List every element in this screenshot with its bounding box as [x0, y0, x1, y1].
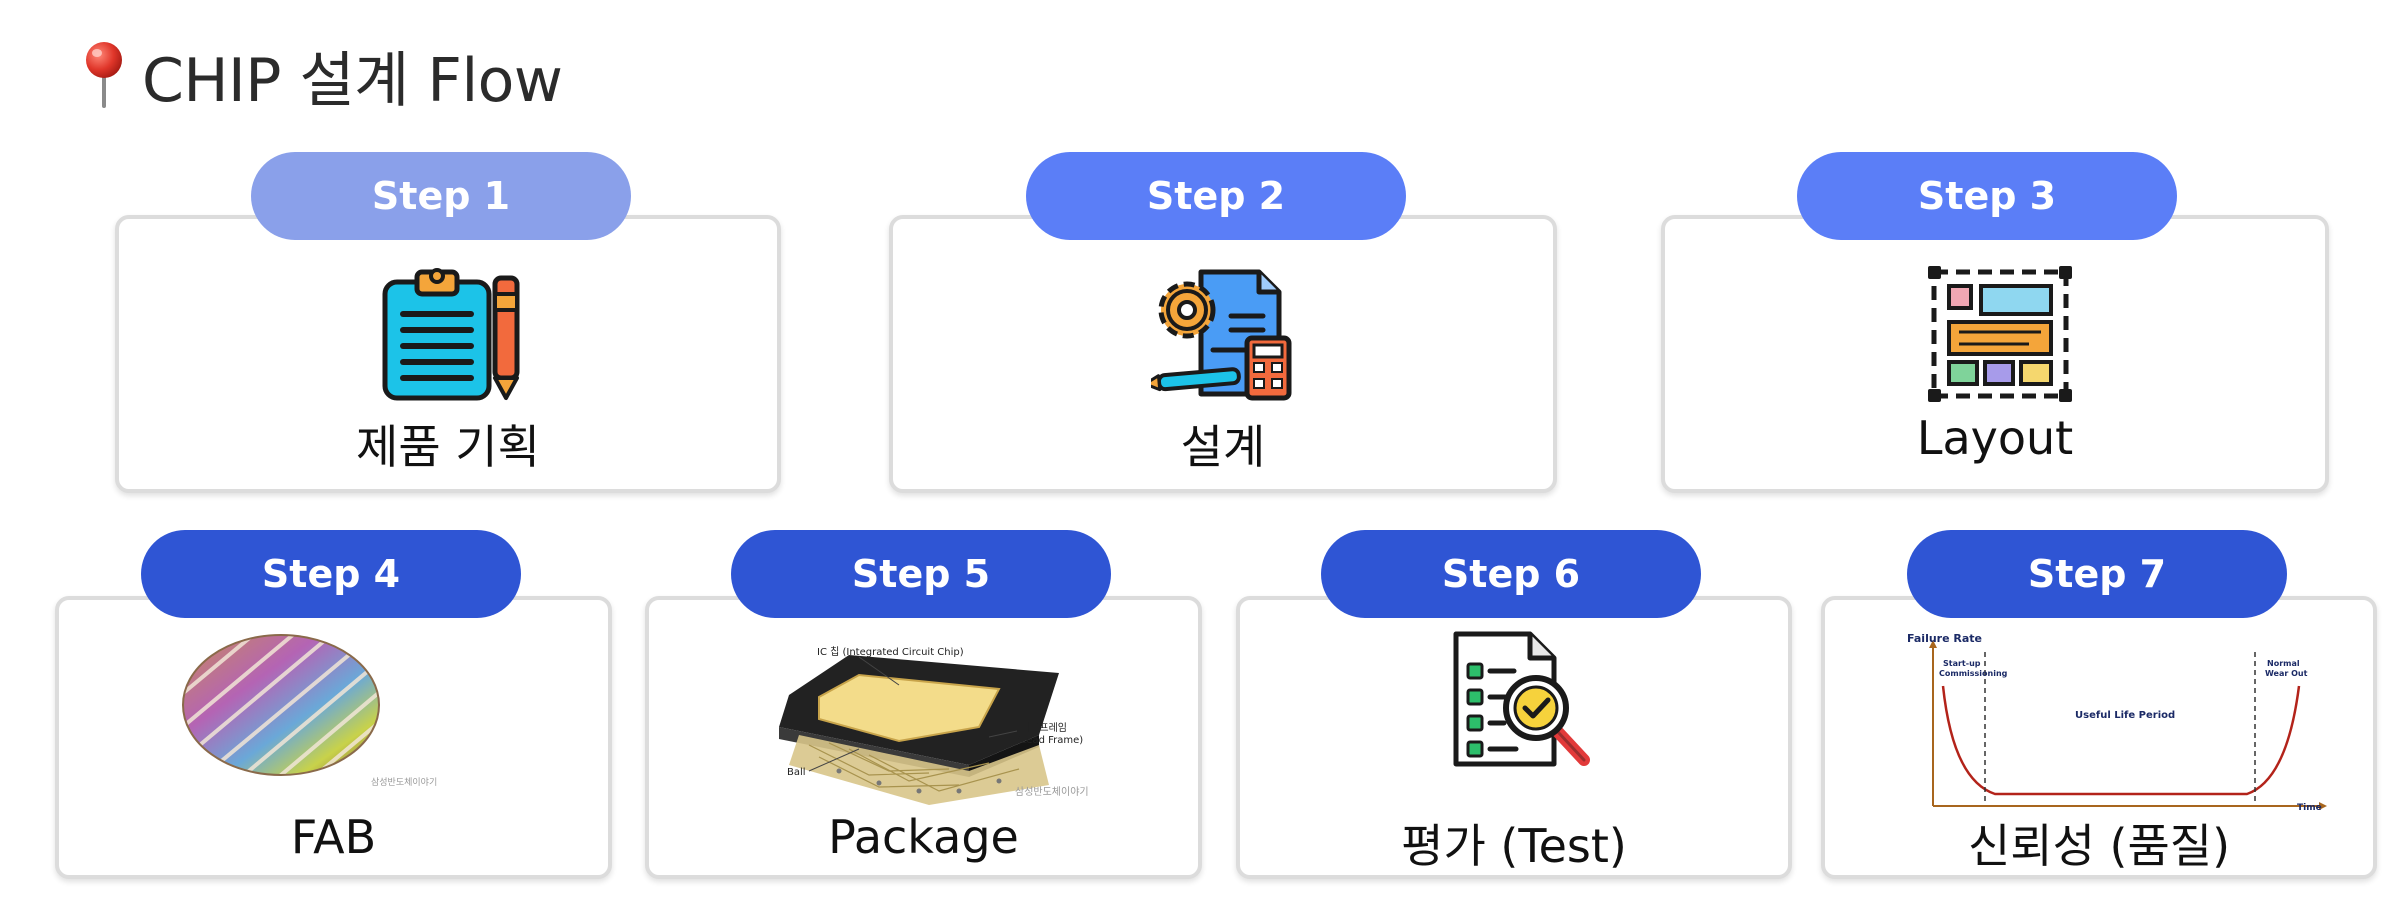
step-7-badge: Step 7: [1907, 530, 2287, 618]
bathtub-curve-chart: Failure Rate Start-up Commissioning Usef…: [1907, 632, 2327, 813]
svg-text:리드프레임: 리드프레임: [1021, 721, 1067, 734]
step-2-card: 설계: [889, 215, 1557, 493]
step-6-label: 평가 (Test): [1401, 819, 1627, 873]
svg-text:Useful Life Period: Useful Life Period: [2075, 710, 2175, 721]
svg-text:Ball: Ball: [787, 767, 806, 778]
svg-text:Time: Time: [2297, 803, 2322, 813]
step-7-card: Failure Rate Start-up Commissioning Usef…: [1821, 596, 2377, 879]
svg-text:Failure Rate: Failure Rate: [1907, 632, 1982, 645]
step-3-card: Layout: [1661, 215, 2329, 493]
svg-text:(Lead Frame): (Lead Frame): [1017, 735, 1083, 746]
clipboard-pen-icon: [382, 268, 520, 401]
page-title: CHIP 설계 Flow: [80, 40, 563, 116]
step-1-card: 제품 기획: [115, 215, 781, 493]
step-6-badge: Step 6: [1321, 530, 1701, 618]
layout-grid-icon: [1928, 266, 2072, 402]
svg-text:IC 칩 (Integrated Circuit Chip): IC 칩 (Integrated Circuit Chip): [817, 646, 964, 658]
step-3-label: Layout: [1916, 411, 2074, 465]
step-1-badge: Step 1: [251, 152, 631, 240]
pushpin-icon: [86, 42, 122, 108]
silicon-wafer-image: 삼성반도체이야기: [182, 634, 437, 788]
step-3-badge: Step 3: [1797, 152, 2177, 240]
semiconductor-package-image: IC 칩 (Integrated Circuit Chip) 리드프레임 (Le…: [779, 646, 1089, 805]
step-4-card: 삼성반도체이야기 FAB: [55, 596, 612, 879]
step-1-label: 제품 기획: [356, 420, 540, 474]
design-document-gear-calculator-icon: [1151, 269, 1292, 401]
svg-text:Start-up: Start-up: [1943, 659, 1981, 668]
step-7-label: 신뢰성 (품질): [1967, 819, 2231, 873]
svg-text:Normal: Normal: [2267, 659, 2300, 668]
step-5-badge: Step 5: [731, 530, 1111, 618]
step-5-label: Package: [828, 810, 1019, 864]
step-5-card: IC 칩 (Integrated Circuit Chip) 리드프레임 (Le…: [645, 596, 1202, 879]
test-report-magnifier-icon: [1453, 631, 1590, 767]
svg-text:삼성반도체이야기: 삼성반도체이야기: [1015, 786, 1089, 798]
svg-text:Wear Out: Wear Out: [2265, 669, 2308, 678]
step-6-card: 평가 (Test): [1236, 596, 1792, 879]
step-4-badge: Step 4: [141, 530, 521, 618]
step-4-label: FAB: [290, 810, 377, 864]
page-title-text: CHIP 설계 Flow: [142, 45, 563, 116]
svg-text:삼성반도체이야기: 삼성반도체이야기: [371, 777, 437, 788]
step-2-badge: Step 2: [1026, 152, 1406, 240]
svg-text:Commissioning: Commissioning: [1939, 669, 2008, 678]
step-2-label: 설계: [1180, 420, 1266, 474]
